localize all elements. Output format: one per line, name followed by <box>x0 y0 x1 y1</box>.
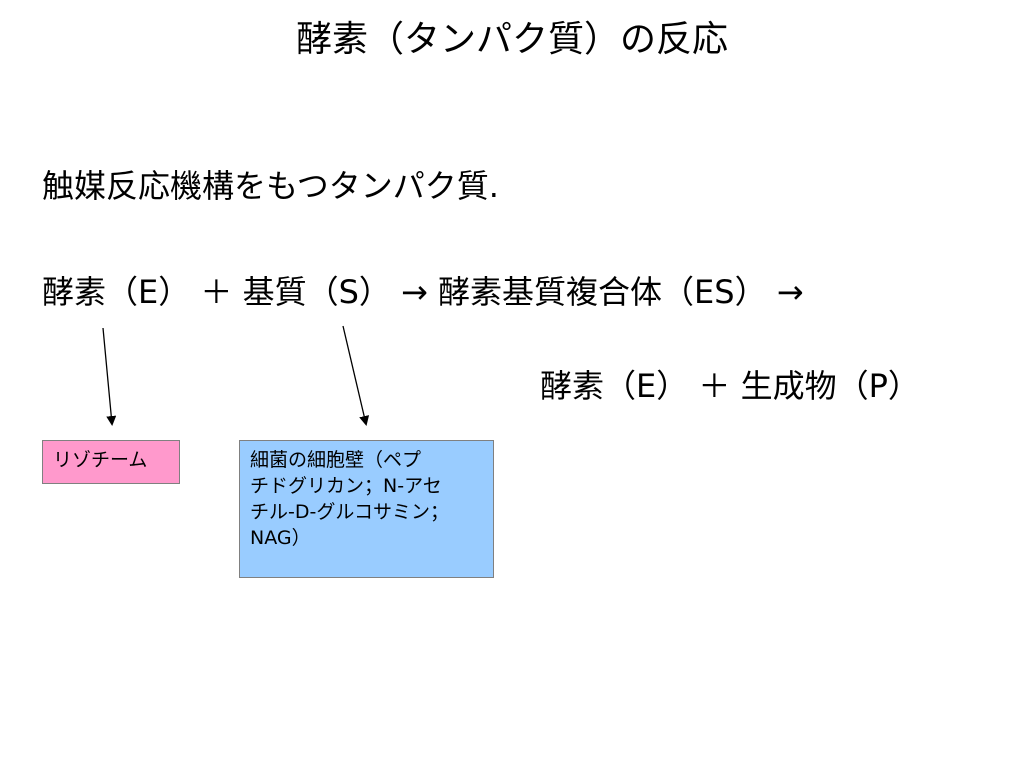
reaction-equation-line-1: 酵素（E） ＋ 基質（S） → 酵素基質複合体（ES） → <box>42 273 804 311</box>
substrate-example-box: 細菌の細胞壁（ペプ チドグリカン；N-アセ チル-D-グルコサミン； NAG） <box>239 440 494 578</box>
definition-text: 触媒反応機構をもつタンパク質. <box>42 167 499 205</box>
enzyme-arrow <box>102 327 117 426</box>
substrate-arrow <box>342 325 370 426</box>
reaction-equation-line-2: 酵素（E） ＋ 生成物（P） <box>540 367 920 405</box>
slide-title: 酵素（タンパク質）の反応 <box>295 19 728 60</box>
enzyme-example-box: リゾチーム <box>42 440 180 484</box>
